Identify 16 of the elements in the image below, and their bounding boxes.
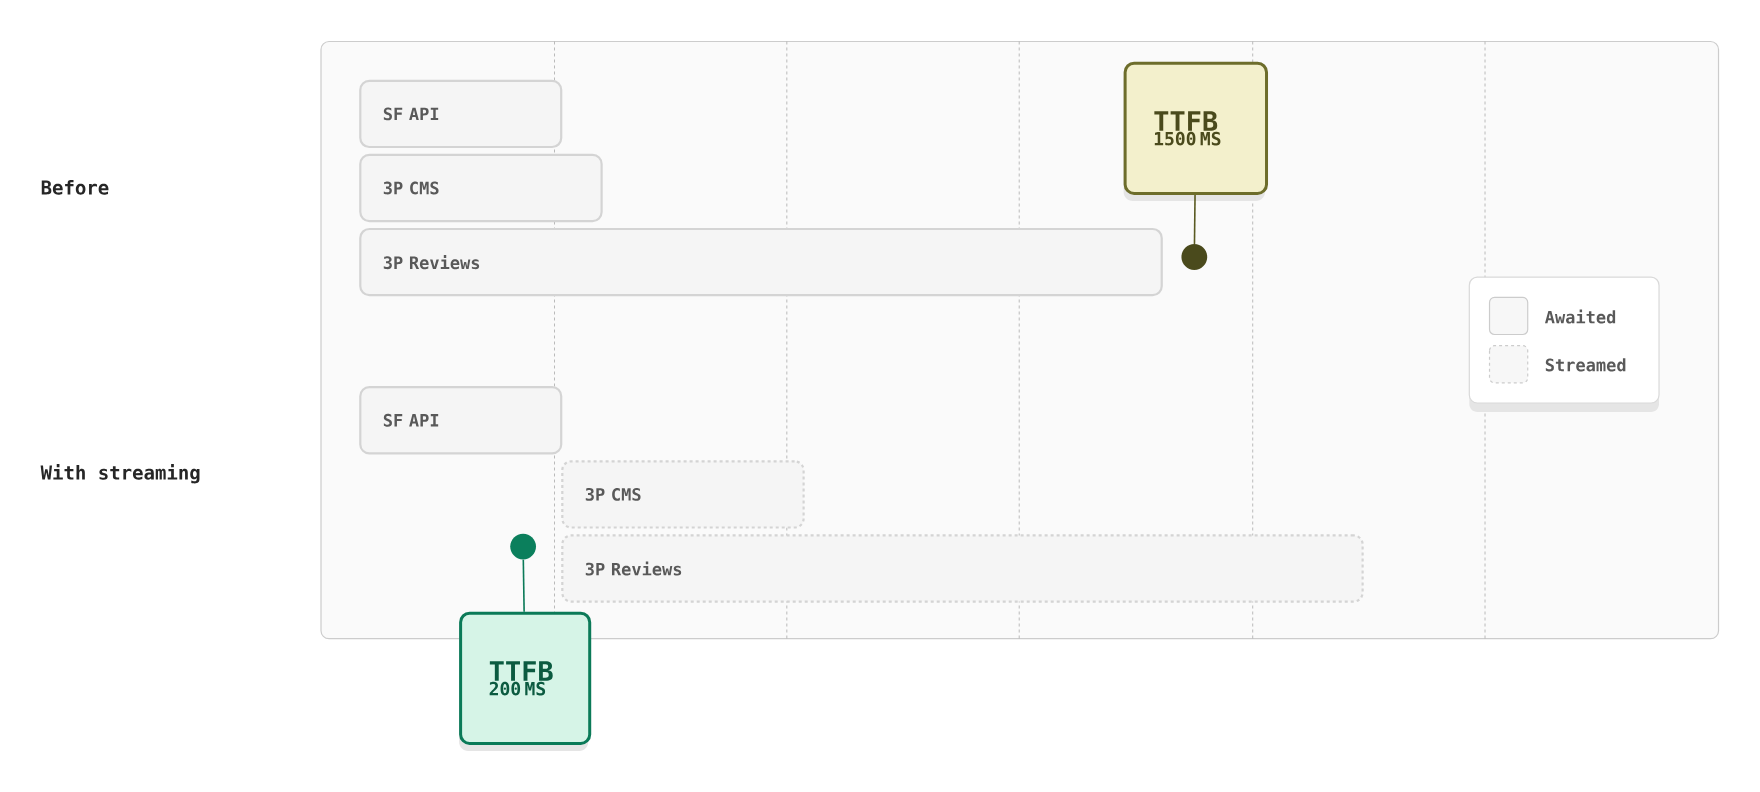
ttfb-box: TTFB 200 MS: [459, 611, 592, 751]
bar: 3P CMS: [561, 460, 805, 529]
marker-dot: [1181, 244, 1208, 270]
legend-label: Streamed: [1545, 358, 1626, 372]
marker-dot: [510, 533, 536, 560]
row-label: With streaming: [40, 464, 200, 484]
legend-label: Awaited: [1545, 309, 1616, 324]
ttfb-box: TTFB 1500 MS: [1123, 61, 1268, 201]
connector-line: [522, 558, 525, 613]
bar: SF API: [359, 386, 563, 455]
bar: 3P CMS: [359, 153, 603, 223]
bar: SF API: [359, 79, 563, 149]
bar: 3P Reviews: [561, 534, 1364, 603]
row-label: Before: [41, 180, 109, 195]
bar: 3P Reviews: [359, 227, 1163, 297]
connector-line: [1193, 194, 1196, 245]
